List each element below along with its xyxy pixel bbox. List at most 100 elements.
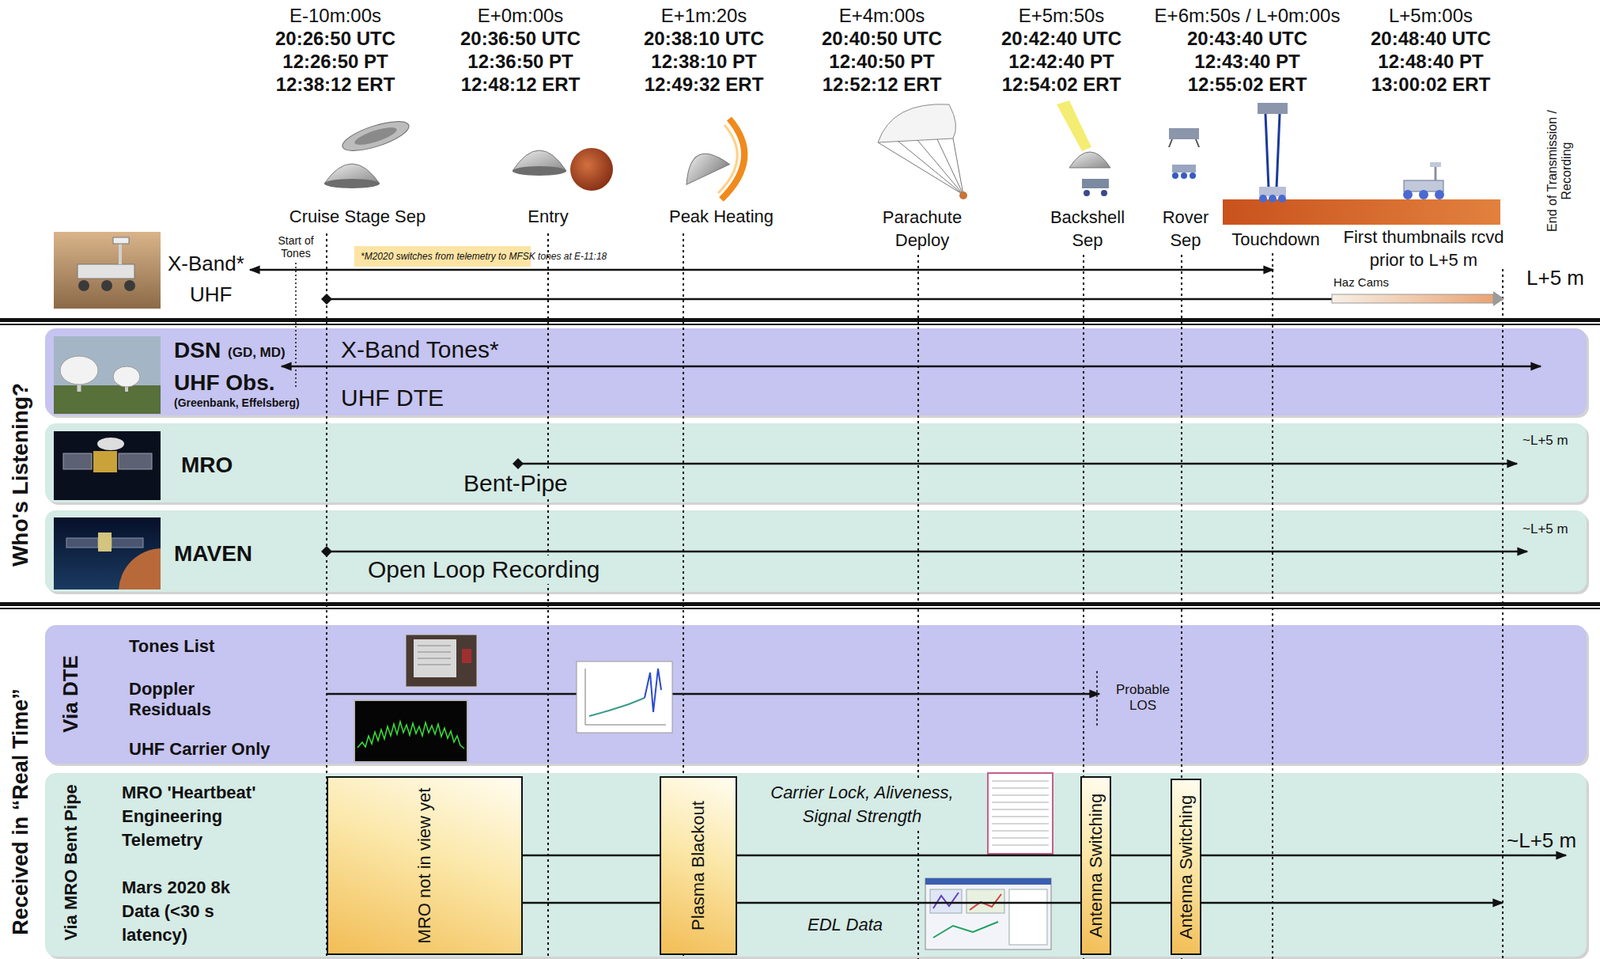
start-of-tones-line xyxy=(295,262,297,388)
event-label: Cruise Stage Sep xyxy=(289,206,426,227)
doppler-plot-part xyxy=(644,668,662,712)
rover-photo-part xyxy=(101,279,113,292)
timeline-arrows-part xyxy=(281,365,1541,368)
event-label: Entry xyxy=(527,206,568,227)
band-fills-part xyxy=(45,510,1587,592)
telemetry-table-image-part xyxy=(991,801,1049,803)
status-box: Plasma Blackout xyxy=(659,775,738,955)
band-fills xyxy=(45,328,1589,959)
event-icons-part xyxy=(1056,100,1092,152)
event-icons xyxy=(324,100,1501,225)
event-dotted-lines-part xyxy=(547,233,549,959)
event-label: Rover Sep xyxy=(1153,206,1218,252)
band-label: EDL Data xyxy=(805,914,886,935)
edl-data-screenshot xyxy=(925,877,1052,950)
received-band: Via DTETones ListDoppler ResidualsUHF Ca… xyxy=(45,624,1587,764)
telemetry-table-image-part xyxy=(991,809,1049,810)
event-icons-part xyxy=(1172,164,1196,173)
band-fills-part xyxy=(45,328,1587,416)
annotation-label: X-Band* xyxy=(167,251,245,277)
haz-cams-bar-part xyxy=(1331,294,1494,303)
band-label: X-Band Tones* xyxy=(338,335,502,364)
time-label: E+6m:50s / L+0m:00s xyxy=(1154,4,1341,28)
listener-band: DSN(GD, MD)UHF Obs.(Greenbank, Effelsber… xyxy=(45,328,1587,416)
event-icons-part xyxy=(570,147,613,191)
event-icons-part xyxy=(1168,128,1200,140)
tones-list-photo-part xyxy=(461,648,472,663)
telemetry-table-image-part xyxy=(991,844,1049,846)
event-icons-part xyxy=(1418,189,1429,200)
spectrum-photo-part xyxy=(357,721,465,749)
maven-photo-part xyxy=(66,537,99,548)
los-marker-line xyxy=(1096,670,1098,727)
maven-photo xyxy=(53,517,206,636)
band-fills-part xyxy=(45,772,1587,957)
event-icons-part xyxy=(959,191,968,200)
event-icons-part xyxy=(1081,178,1109,189)
event-icons-part xyxy=(1265,113,1269,189)
separator-lines-part xyxy=(0,607,1600,609)
listener-band: MAVENOpen Loop Recording~L+5 m xyxy=(45,510,1587,592)
separator-lines-part xyxy=(0,317,1600,322)
tones-list-photo xyxy=(405,634,477,687)
time-label: E-10m:00s xyxy=(289,4,382,28)
event-icons-part xyxy=(352,124,399,149)
band-label: *M2020 switches from telemetry to MFSK t… xyxy=(360,249,525,263)
event-icons-part xyxy=(1083,189,1090,197)
timeline-connector xyxy=(1111,901,1171,905)
event-icons-part xyxy=(1180,172,1188,179)
rover-photo-part xyxy=(124,279,136,292)
status-box: Antenna Switching xyxy=(1080,775,1112,955)
event-label: First thumbnails rcvd prior to L+5 m xyxy=(1340,226,1507,272)
event-icons-part xyxy=(512,166,567,176)
time-label: 12:36:50 PT xyxy=(467,50,573,74)
note-box: *M2020 switches from telemetry to MFSK t… xyxy=(354,245,531,267)
received-band: Via MRO Bent PipeMRO 'Heartbeat' Enginee… xyxy=(45,772,1587,957)
telemetry-table-image-part xyxy=(991,780,1049,782)
spectrum-photo-part xyxy=(354,699,468,762)
band-label: Via DTE xyxy=(58,654,84,733)
time-label: 12:49:32 ERT xyxy=(644,73,765,97)
doppler-plot-part xyxy=(585,668,587,725)
telemetry-table-image-part xyxy=(991,787,1049,789)
annotation-label: Received in “Real Time” xyxy=(7,688,34,935)
time-label: 12:48:12 ERT xyxy=(461,73,581,97)
mro-photo-part xyxy=(97,437,125,451)
rover-photo xyxy=(53,231,161,309)
separator-lines-part xyxy=(0,601,1600,606)
band-label: UHF Obs. xyxy=(171,369,278,397)
time-label: 12:40:50 PT xyxy=(828,50,935,74)
maven-photo-part xyxy=(118,548,161,590)
edl-data-screenshot-part xyxy=(1009,888,1048,945)
event-icons-part xyxy=(1434,189,1445,200)
time-label: 20:48:40 UTC xyxy=(1370,27,1491,51)
box-label: Antenna Switching xyxy=(1085,793,1106,938)
event-icons-part xyxy=(1257,102,1288,114)
dsn-photo-part xyxy=(53,385,161,414)
rover-photo-part xyxy=(78,279,90,292)
band-label: Tones List xyxy=(128,635,215,657)
event-icons-part xyxy=(1429,162,1442,167)
timeline-connector xyxy=(1111,854,1171,857)
edl-data-screenshot-part xyxy=(925,877,1052,885)
listener-band: MROBent-Pipe~L+5 m xyxy=(45,423,1587,503)
timeline-connector xyxy=(737,854,1081,857)
time-label: L+5m:00s xyxy=(1388,4,1473,28)
time-label: 20:26:50 UTC xyxy=(275,27,396,51)
event-icons-part xyxy=(1276,113,1280,189)
telemetry-table-image-part xyxy=(991,816,1049,818)
event-icons-part xyxy=(324,178,380,189)
event-icons-part xyxy=(1195,139,1200,148)
event-icons-part xyxy=(917,139,964,195)
event-icons-part xyxy=(953,138,964,195)
time-label: 20:43:40 UTC xyxy=(1187,27,1308,51)
box-label: MRO not in view yet xyxy=(414,787,435,944)
tones-list-photo-part xyxy=(405,634,477,687)
separator-lines-part xyxy=(0,323,1600,326)
haz-cams-bar xyxy=(1331,291,1505,307)
tones-list-photo-part xyxy=(417,664,451,666)
annotation-label: L+5 m xyxy=(1526,265,1585,291)
event-icons-part xyxy=(1069,151,1111,168)
tones-list-photo-part xyxy=(417,658,451,659)
